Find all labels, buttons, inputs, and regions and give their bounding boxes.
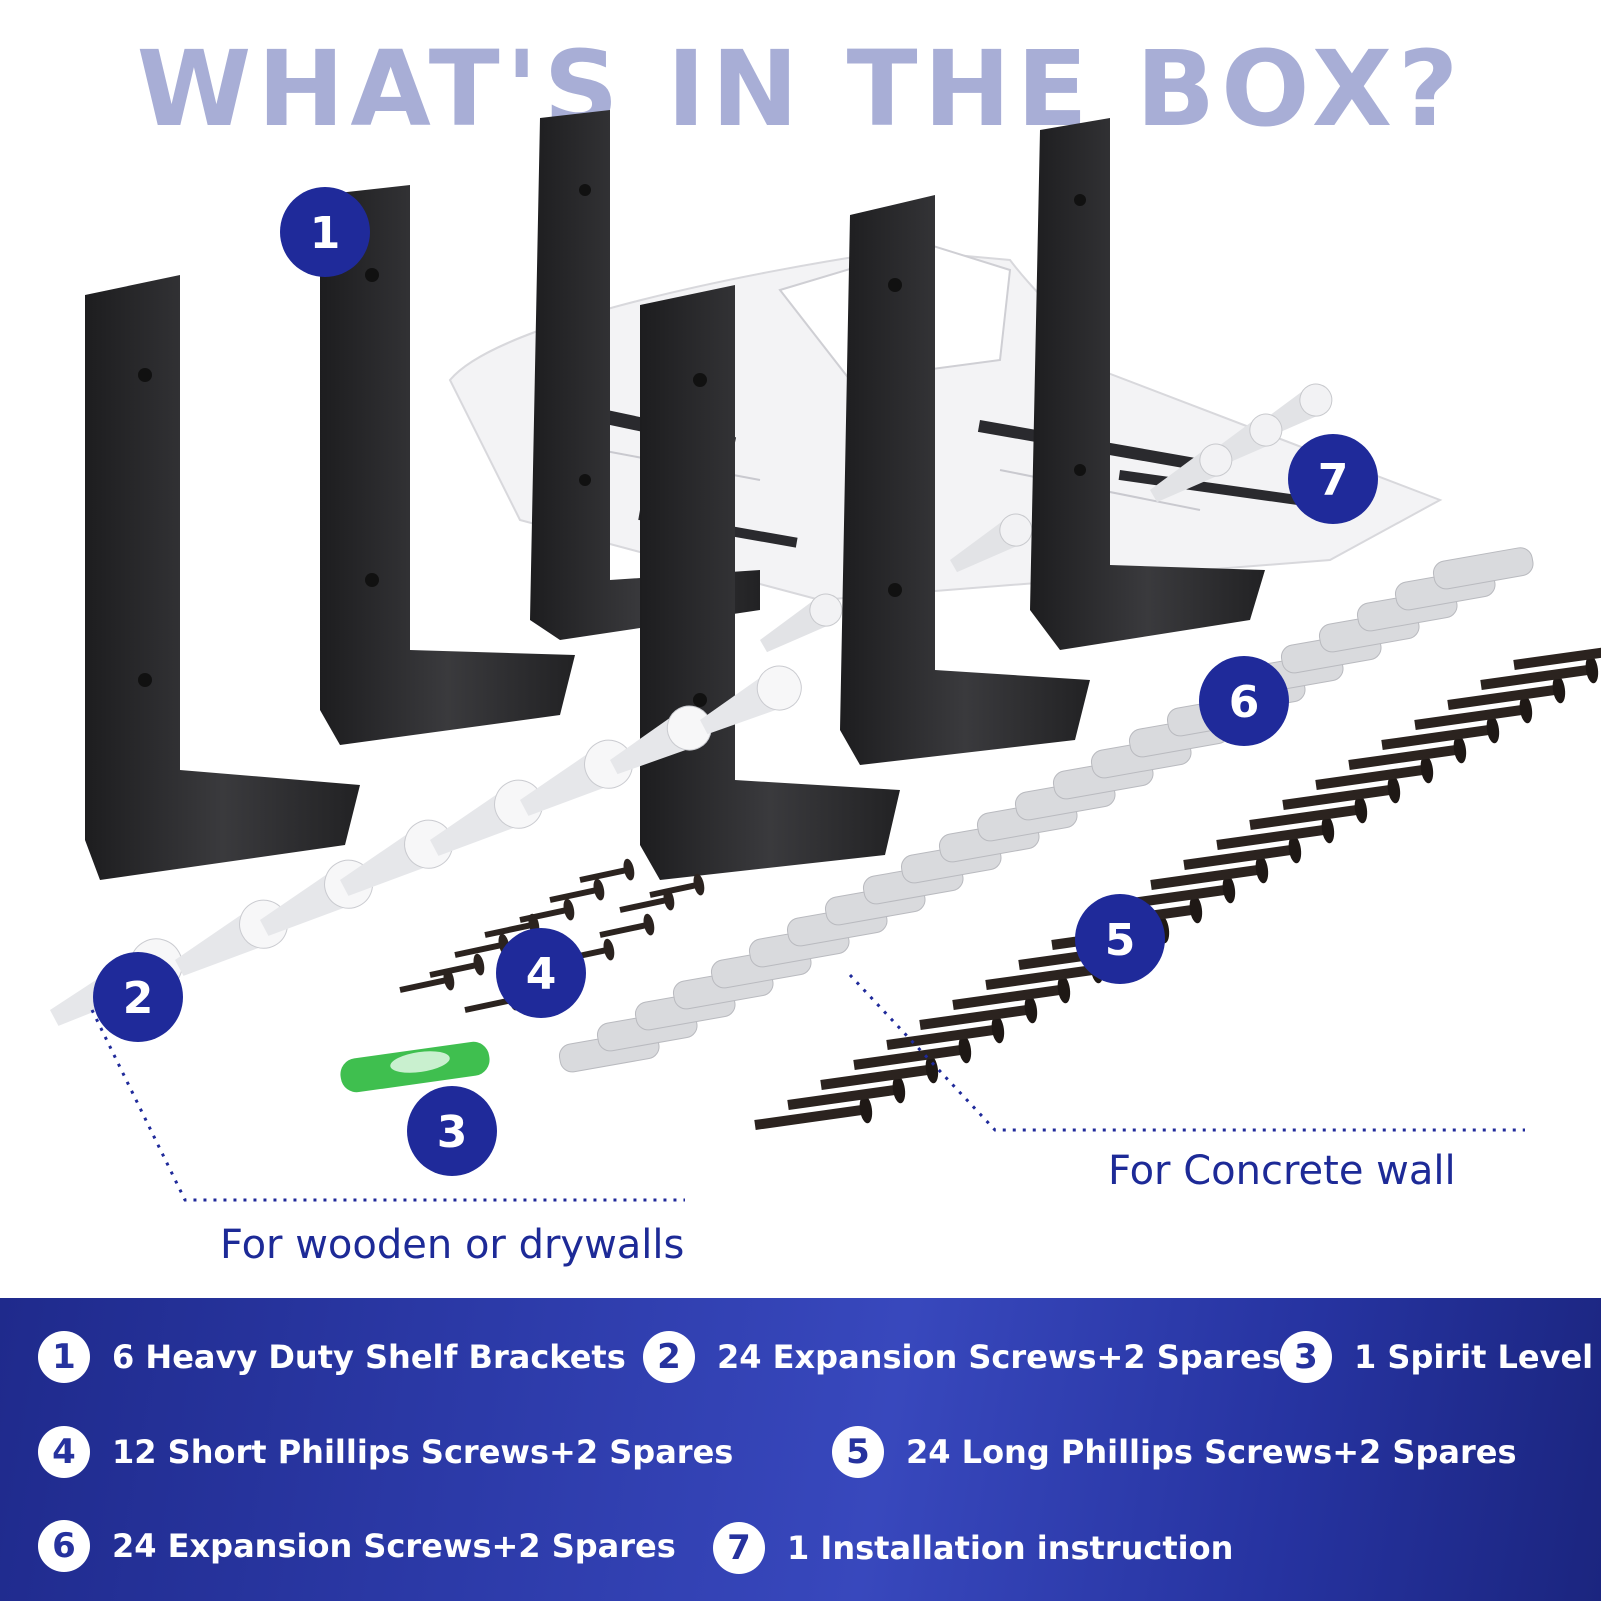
- legend-text: 1 Spirit Level: [1354, 1338, 1594, 1376]
- leader-line-wooden: [90, 1009, 685, 1202]
- long-screw: [1414, 695, 1533, 730]
- spirit-level: [340, 1041, 490, 1093]
- long-screw: [1447, 675, 1566, 710]
- concrete-wall-plugs: [558, 547, 1534, 1073]
- long-screw: [820, 1055, 939, 1090]
- legend-text: 6 Heavy Duty Shelf Brackets: [112, 1338, 626, 1376]
- long-screw: [1183, 835, 1302, 870]
- legend-number-badge: 7: [713, 1522, 765, 1574]
- contents-legend-panel: 1 6 Heavy Duty Shelf Brackets 2 24 Expan…: [0, 1298, 1601, 1601]
- long-screw: [1216, 815, 1335, 850]
- legend-item-5: 5 24 Long Phillips Screws+2 Spares: [832, 1426, 1516, 1478]
- caption-concrete: For Concrete wall: [1108, 1148, 1456, 1194]
- long-screw: [754, 1095, 873, 1130]
- drywall-anchors-back: [760, 383, 1333, 653]
- long-screw: [1249, 795, 1368, 830]
- long-screw: [1150, 855, 1269, 890]
- legend-item-4: 4 12 Short Phillips Screws+2 Spares: [38, 1426, 733, 1478]
- long-screw: [1282, 775, 1401, 810]
- legend-number-badge: 6: [38, 1520, 90, 1572]
- callout-3: 3: [407, 1086, 497, 1176]
- callout-4: 4: [496, 928, 586, 1018]
- long-screw: [1513, 644, 1601, 670]
- legend-item-7: 7 1 Installation instruction: [713, 1522, 1233, 1574]
- product-scene: For wooden or drywalls For Concrete wall…: [50, 110, 1601, 1268]
- legend-text: 24 Long Phillips Screws+2 Spares: [906, 1433, 1517, 1471]
- shelf-brackets: [85, 110, 1265, 880]
- long-screw: [787, 1075, 906, 1110]
- legend-number-badge: 2: [643, 1331, 695, 1383]
- svg-text:4: 4: [526, 949, 557, 1000]
- callout-5: 5: [1075, 894, 1165, 984]
- shelf-bracket: [530, 110, 760, 640]
- svg-text:1: 1: [310, 208, 341, 259]
- legend-number-badge: 5: [832, 1426, 884, 1478]
- long-screw: [1348, 735, 1467, 770]
- legend-number-badge: 1: [38, 1331, 90, 1383]
- svg-text:5: 5: [1105, 915, 1136, 966]
- long-screw: [1480, 655, 1599, 690]
- legend-item-2: 2 24 Expansion Screws+2 Spares: [643, 1331, 1281, 1383]
- callout-7: 7: [1288, 434, 1378, 524]
- legend-text: 24 Expansion Screws+2 Spares: [717, 1338, 1281, 1376]
- svg-text:7: 7: [1318, 455, 1349, 506]
- shelf-bracket: [1030, 118, 1265, 650]
- shelf-bracket: [85, 275, 360, 880]
- wall-plug: [1432, 547, 1534, 590]
- page-title: WHAT'S IN THE BOX?: [136, 28, 1465, 150]
- shelf-bracket: [320, 185, 575, 745]
- caption-wooden: For wooden or drywalls: [220, 1222, 684, 1268]
- svg-text:2: 2: [123, 973, 154, 1024]
- svg-text:6: 6: [1229, 677, 1260, 728]
- callout-6: 6: [1199, 656, 1289, 746]
- legend-number-badge: 4: [38, 1426, 90, 1478]
- long-screw: [886, 1015, 1005, 1050]
- long-screw: [1381, 715, 1500, 750]
- svg-text:3: 3: [437, 1107, 468, 1158]
- callout-2: 2: [93, 952, 183, 1042]
- shelf-bracket: [840, 195, 1090, 765]
- callout-1: 1: [280, 187, 370, 277]
- legend-text: 24 Expansion Screws+2 Spares: [112, 1527, 676, 1565]
- legend-text: 1 Installation instruction: [787, 1529, 1234, 1567]
- legend-text: 12 Short Phillips Screws+2 Spares: [112, 1433, 734, 1471]
- legend-number-badge: 3: [1280, 1331, 1332, 1383]
- legend-item-1: 1 6 Heavy Duty Shelf Brackets: [38, 1331, 626, 1383]
- long-screw: [919, 995, 1038, 1030]
- long-screw: [952, 975, 1071, 1010]
- legend-item-3: 3 1 Spirit Level: [1280, 1331, 1593, 1383]
- long-screw: [853, 1035, 972, 1070]
- legend-item-6: 6 24 Expansion Screws+2 Spares: [38, 1520, 676, 1572]
- long-screw: [1315, 755, 1434, 790]
- leader-line-concrete: [848, 973, 1525, 1132]
